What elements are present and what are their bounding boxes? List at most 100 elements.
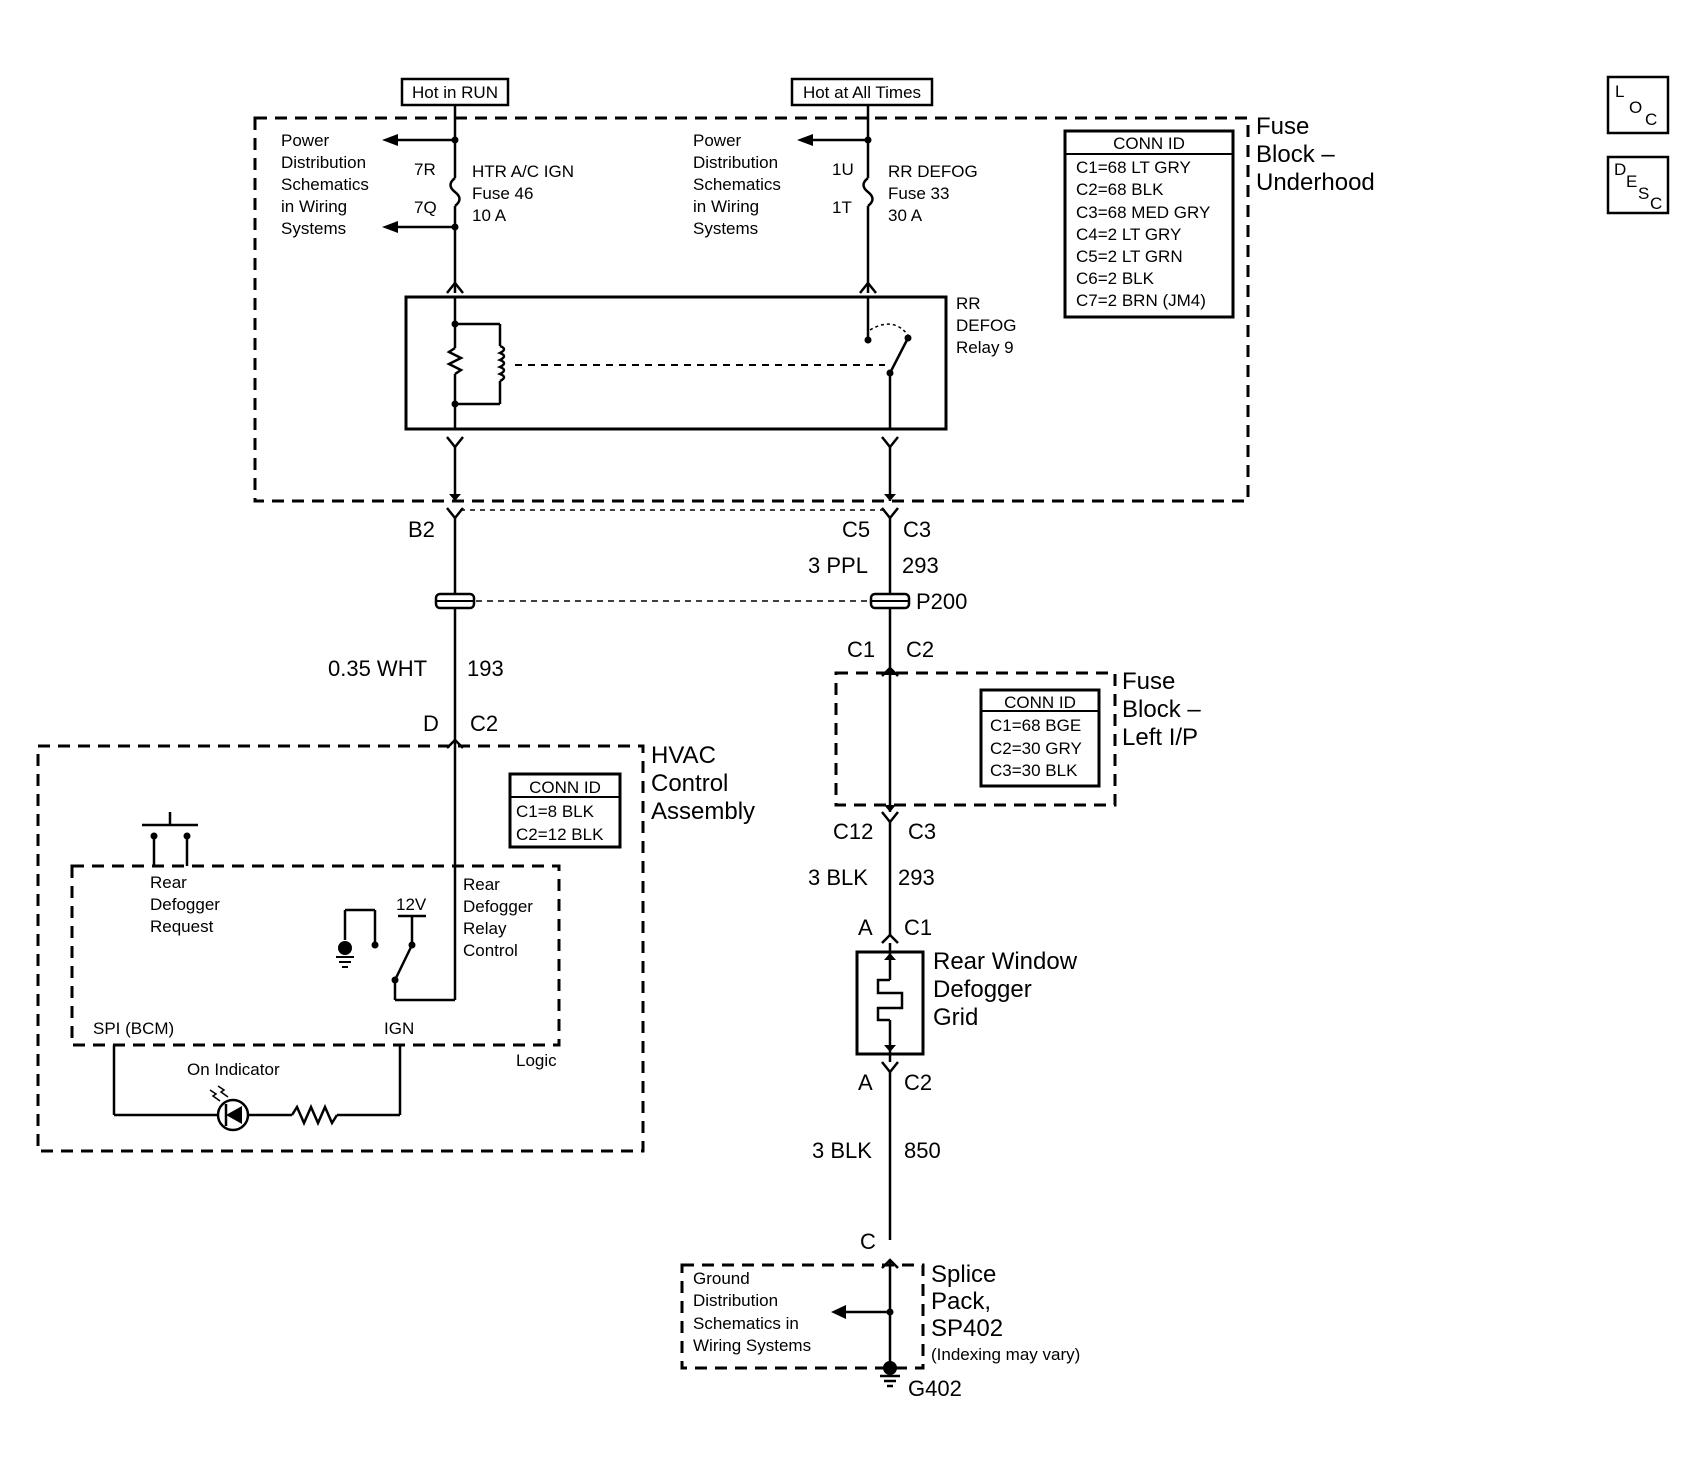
on-indicator-label: On Indicator (187, 1060, 280, 1079)
splice-dot (864, 136, 872, 144)
svg-text:Left I/P: Left I/P (1122, 724, 1198, 751)
svg-text:Rear: Rear (150, 873, 187, 892)
hot-in-run-box: Hot in RUN (400, 77, 510, 107)
conn-c2-hvac: C2 (470, 711, 498, 736)
svg-text:C2=68 BLK: C2=68 BLK (1076, 180, 1164, 199)
svg-text:Relay: Relay (463, 919, 507, 938)
fuse-33-rating: 30 A (888, 206, 923, 225)
relay-control-switch (343, 908, 455, 1002)
wire-293-down (881, 608, 899, 935)
ign-label: IGN (384, 1019, 414, 1038)
conn-c1-grid: C1 (904, 915, 932, 940)
svg-text:C2=30 GRY: C2=30 GRY (990, 739, 1082, 758)
svg-text:L: L (1615, 82, 1624, 101)
pin-7q: 7Q (414, 198, 437, 217)
wire-3blk: 3 BLK (808, 865, 868, 890)
svg-text:C3=68 MED GRY: C3=68 MED GRY (1076, 203, 1210, 222)
conn-a-top: A (858, 915, 873, 940)
contact-dot (886, 369, 894, 377)
splice-dot (886, 1308, 894, 1316)
power-arrow-left-top (382, 134, 398, 146)
conn-d: D (423, 711, 439, 736)
splice-pack-title: Splice Pack, SP402 (Indexing may vary) (931, 1261, 1080, 1364)
svg-text:HVAC: HVAC (651, 742, 716, 769)
conn-id-table-hvac: CONN ID C1=8 BLK C2=12 BLK (508, 772, 622, 849)
svg-text:C3=30 BLK: C3=30 BLK (990, 761, 1078, 780)
fuse-46-rating: 10 A (472, 206, 507, 225)
rear-defogger-relay-control-label: Rear Defogger Relay Control (463, 875, 533, 960)
defogger-grid-label: Rear Window Defogger Grid (933, 948, 1078, 1031)
wire-293-b: 293 (898, 865, 935, 890)
fuse-block-underhood-title: Fuse Block – Underhood (1256, 113, 1375, 196)
wire-3ppl: 3 PPL (808, 553, 868, 578)
svg-text:Grid: Grid (933, 1004, 978, 1031)
arrow-head (884, 494, 896, 501)
fuse-46-name: HTR A/C IGN (472, 162, 574, 181)
ground-g402-symbol (880, 1361, 900, 1388)
contact-dot (864, 336, 872, 344)
wire-035wht: 0.35 WHT (328, 656, 427, 681)
fuse-33-label: Fuse 33 (888, 184, 949, 203)
rr-defog-relay-box (404, 295, 948, 431)
light-rays-icon (209, 1085, 229, 1102)
conn-a-bottom: A (858, 1070, 873, 1095)
svg-text:SP402: SP402 (931, 1315, 1003, 1342)
svg-text:Defogger: Defogger (933, 976, 1032, 1003)
arrow-head (449, 494, 461, 501)
contact-dot (391, 976, 399, 984)
power-distribution-right-label: Power Distribution Schematics in Wiring … (693, 131, 781, 238)
svg-text:C1=68 BGE: C1=68 BGE (990, 716, 1081, 735)
svg-text:in Wiring: in Wiring (281, 197, 347, 216)
svg-text:Relay 9: Relay 9 (956, 338, 1014, 357)
conn-id-table-left: CONN ID C1=68 BGE C2=30 GRY C3=30 BLK (979, 688, 1101, 788)
fuse-block-left-title: Fuse Block – Left I/P (1122, 668, 1201, 751)
wire-293: 293 (902, 553, 939, 578)
power-distribution-left-label: Power Distribution Schematics in Wiring … (281, 131, 369, 238)
led-icon (226, 1106, 242, 1124)
logic-outline (70, 864, 561, 1047)
contact-dot (150, 832, 158, 840)
svg-text:E: E (1626, 172, 1637, 191)
svg-text:Fuse: Fuse (1122, 668, 1175, 695)
12v-label: 12V (396, 895, 427, 914)
svg-text:Splice: Splice (931, 1261, 996, 1288)
svg-text:Ground: Ground (693, 1269, 750, 1288)
splice-dot (451, 320, 459, 328)
splice-dot (451, 400, 459, 408)
svg-text:Schematics in: Schematics in (693, 1314, 799, 1333)
svg-text:CONN ID: CONN ID (1004, 693, 1076, 712)
pin-1u: 1U (832, 160, 854, 179)
svg-text:Block –: Block – (1122, 696, 1201, 723)
svg-text:Defogger: Defogger (150, 895, 220, 914)
arrow-head (884, 953, 896, 960)
arrow-head (884, 805, 896, 812)
svg-text:Systems: Systems (693, 219, 758, 238)
chassis-ground-icon (336, 941, 354, 968)
ground-dist-arrow (831, 1305, 846, 1319)
svg-text:CONN ID: CONN ID (529, 778, 601, 797)
relay-label: RR DEFOG Relay 9 (956, 294, 1016, 357)
svg-text:in Wiring: in Wiring (693, 197, 759, 216)
power-arrow-left-bottom (382, 221, 398, 233)
loc-icon[interactable]: L O C (1606, 75, 1670, 135)
conn-id-table-underhood: CONN ID C1=68 LT GRY C2=68 BLK C3=68 MED… (1063, 129, 1235, 319)
conn-c2-grid: C2 (904, 1070, 932, 1095)
svg-text:Underhood: Underhood (1256, 169, 1375, 196)
fuse-block-underhood-outline (253, 116, 1250, 503)
pin-1t: 1T (832, 198, 852, 217)
svg-text:Schematics: Schematics (281, 175, 369, 194)
conn-c3-left: C3 (908, 819, 936, 844)
hot-at-all-times-label: Hot at All Times (803, 83, 921, 102)
ground-distribution-label: Ground Distribution Schematics in Wiring… (693, 1269, 811, 1355)
svg-text:Distribution: Distribution (693, 153, 778, 172)
svg-text:Power: Power (281, 131, 330, 150)
svg-text:Rear: Rear (463, 875, 500, 894)
contact-dot (183, 832, 191, 840)
conn-c2: C2 (906, 637, 934, 662)
desc-icon[interactable]: D E S C (1606, 155, 1670, 215)
svg-text:Systems: Systems (281, 219, 346, 238)
svg-text:Assembly: Assembly (651, 798, 755, 825)
svg-text:Distribution: Distribution (281, 153, 366, 172)
svg-text:C7=2 BRN (JM4): C7=2 BRN (JM4) (1076, 291, 1206, 310)
arrow-head (884, 1045, 896, 1052)
